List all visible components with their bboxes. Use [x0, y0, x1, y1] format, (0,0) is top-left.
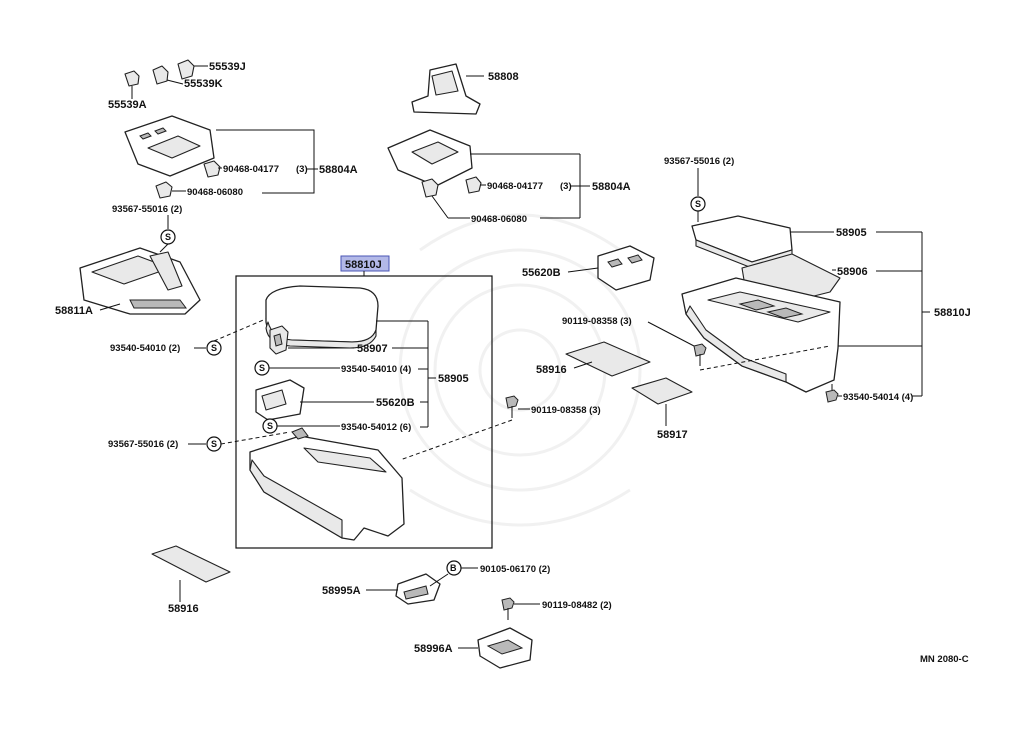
- clip-55539A[interactable]: [124, 70, 140, 99]
- label-90468-06080-left[interactable]: 90468-06080: [187, 187, 243, 198]
- mat-58917[interactable]: [631, 377, 693, 405]
- svg-text:S: S: [165, 232, 171, 242]
- bolt-90119-08358-mid[interactable]: [693, 343, 707, 366]
- label-93567-55016-left[interactable]: 93567-55016 (2): [112, 204, 182, 215]
- label-93540-54010-box[interactable]: 93540-54010 (4): [341, 364, 411, 375]
- svg-text:B: B: [450, 563, 457, 573]
- bolt-symbol-b[interactable]: B: [446, 560, 462, 576]
- diagram-code: MN 2080-C: [920, 654, 969, 665]
- mat-58916-mid[interactable]: [565, 341, 651, 377]
- screw-symbol-s-box-2[interactable]: S: [262, 418, 278, 434]
- label-58905-right[interactable]: 58905: [836, 227, 867, 239]
- label-90119-08482[interactable]: 90119-08482 (2): [542, 600, 612, 611]
- label-58810J-box[interactable]: 58810J: [345, 259, 382, 271]
- label-58917[interactable]: 58917: [657, 429, 688, 441]
- label-58996A[interactable]: 58996A: [414, 643, 453, 655]
- label-90119-08358-mid[interactable]: 90119-08358 (3): [562, 316, 632, 327]
- bolt-93540-54014[interactable]: [825, 384, 839, 403]
- bracket-58995A[interactable]: [395, 573, 441, 605]
- label-58804A-mid[interactable]: 58804A: [592, 181, 631, 193]
- qty-3-left: (3): [296, 164, 308, 175]
- highlight-58810J[interactable]: [340, 255, 390, 272]
- label-58905-box[interactable]: 58905: [438, 373, 469, 385]
- label-58808[interactable]: 58808: [488, 71, 519, 83]
- clip-55539J[interactable]: [177, 59, 208, 80]
- label-58811A[interactable]: 58811A: [55, 305, 93, 317]
- screw-symbol-s-right[interactable]: S: [690, 196, 706, 212]
- label-55620B-mid[interactable]: 55620B: [522, 267, 561, 279]
- label-90105-06170[interactable]: 90105-06170 (2): [480, 564, 550, 575]
- label-93540-54014[interactable]: 93540-54014 (4): [843, 392, 913, 403]
- label-90468-06080-mid[interactable]: 90468-06080: [471, 214, 527, 225]
- svg-text:S: S: [259, 363, 265, 373]
- clip-90468-06080-mid[interactable]: [421, 178, 439, 198]
- console-box-body[interactable]: [249, 427, 405, 541]
- label-93540-54010-left[interactable]: 93540-54010 (2): [110, 343, 180, 354]
- label-93567-55016-right[interactable]: 93567-55016 (2): [664, 156, 734, 167]
- label-58804A-left[interactable]: 58804A: [319, 164, 358, 176]
- bolt-90119-08358-low[interactable]: [505, 395, 519, 418]
- console-box-58810J-right[interactable]: [681, 277, 841, 393]
- svg-text:S: S: [211, 439, 217, 449]
- label-58907[interactable]: 58907: [357, 343, 388, 355]
- screw-symbol-s-lower-left[interactable]: S: [206, 436, 222, 452]
- svg-text:S: S: [695, 199, 701, 209]
- label-58810J-right[interactable]: 58810J: [934, 307, 971, 319]
- label-55539J[interactable]: 55539J: [209, 61, 246, 73]
- clip-90468-04177-mid[interactable]: [465, 176, 482, 194]
- label-90119-08358-low[interactable]: 90119-08358 (3): [531, 405, 601, 416]
- label-90468-04177-left[interactable]: 90468-04177: [223, 164, 279, 175]
- label-58906[interactable]: 58906: [837, 266, 868, 278]
- clip-55539K[interactable]: [152, 65, 184, 85]
- label-55620B-box[interactable]: 55620B: [376, 397, 415, 409]
- label-90468-04177-mid[interactable]: 90468-04177: [487, 181, 543, 192]
- bracket-58996A[interactable]: [477, 627, 533, 669]
- screw-symbol-s-left[interactable]: S: [206, 340, 222, 356]
- bolt-90119-08482[interactable]: [501, 597, 515, 620]
- screw-symbol-s-upper-left[interactable]: S: [160, 229, 176, 245]
- svg-text:S: S: [267, 421, 273, 431]
- watermark-emblem: [398, 213, 642, 527]
- label-55539K[interactable]: 55539K: [184, 78, 223, 90]
- label-55539A[interactable]: 55539A: [108, 99, 147, 111]
- mat-58916-low[interactable]: [151, 545, 231, 583]
- label-58995A[interactable]: 58995A: [322, 585, 361, 597]
- screw-symbol-s-box-1[interactable]: S: [254, 360, 270, 376]
- label-58916-mid[interactable]: 58916: [536, 364, 567, 376]
- shift-boot-58808[interactable]: [411, 63, 481, 115]
- label-93567-55016-mid[interactable]: 93567-55016 (2): [108, 439, 178, 450]
- shift-bezel-left[interactable]: [124, 115, 215, 177]
- hinge-55620B-box[interactable]: [255, 379, 305, 421]
- label-93540-54012[interactable]: 93540-54012 (6): [341, 422, 411, 433]
- clip-90468-04177-left[interactable]: [203, 160, 221, 178]
- shift-bezel-mid[interactable]: [387, 129, 473, 187]
- console-rear-part-58811A[interactable]: [79, 247, 201, 315]
- label-58916-low[interactable]: 58916: [168, 603, 199, 615]
- svg-text:S: S: [211, 343, 217, 353]
- lock-58907[interactable]: [269, 325, 289, 355]
- qty-3-mid: (3): [560, 181, 572, 192]
- cup-holder-55620B-mid[interactable]: [597, 245, 655, 291]
- clip-90468-06080-left[interactable]: [155, 181, 173, 199]
